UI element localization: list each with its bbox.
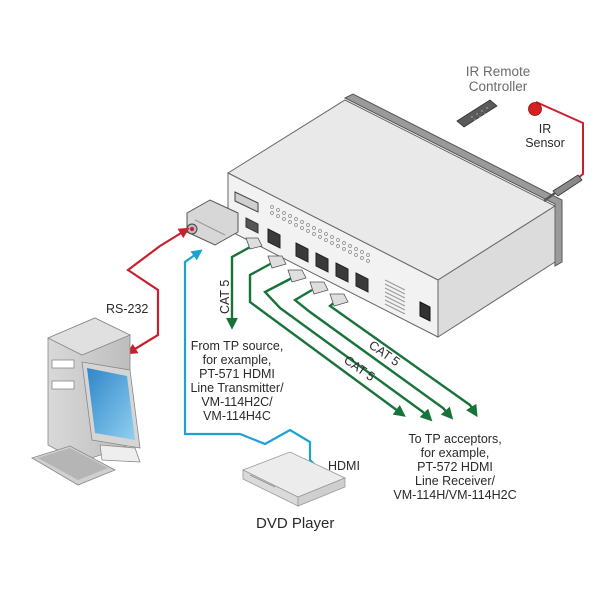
to-tp-line: VM-114H/VM-114H2C	[393, 488, 517, 502]
cat5-plug-4	[329, 293, 349, 307]
cat5-plug-input	[245, 237, 263, 250]
cat5-plugs	[245, 237, 349, 307]
ir-remote-label-line: IR Remote	[465, 64, 531, 79]
rs232-port	[234, 191, 259, 213]
main-unit-rear-flange	[343, 93, 563, 267]
power-jack	[419, 301, 431, 322]
led-dot-row	[270, 205, 370, 263]
dvd-player-label: DVD Player	[256, 515, 335, 532]
main-unit	[226, 93, 563, 338]
from-tp-line: VM-114H4C	[203, 409, 271, 423]
ir-sensor-bulb	[528, 102, 542, 116]
ir-remote-label-line: Controller	[468, 79, 528, 94]
cat5-cable-out-3	[292, 288, 454, 420]
to-tp-line: PT-572 HDMI	[417, 460, 493, 474]
to-tp-acceptors-label: To TP acceptors, for example, PT-572 HDM…	[380, 432, 530, 502]
cat5-plug-1	[267, 255, 287, 269]
hdmi-label: HDMI	[328, 459, 360, 473]
from-tp-source-label: From TP source, for example, PT-571 HDMI…	[182, 339, 292, 423]
from-tp-line: Line Transmitter/	[190, 381, 284, 395]
cat5-plug-3	[309, 281, 329, 295]
ir-remote-controller-label: IR Remote Controller	[448, 64, 548, 94]
dvd-player	[241, 451, 346, 507]
rj45-port-out-1	[295, 242, 309, 263]
cat5-cable-out-4	[328, 301, 478, 418]
to-tp-line: Line Receiver/	[415, 474, 495, 488]
ir-sensor-label-line: IR	[538, 122, 552, 136]
cat5-cable-input	[226, 244, 253, 330]
rs232-cable	[126, 227, 190, 355]
ir-sensor	[528, 101, 584, 203]
cat5-plug-2	[287, 269, 307, 283]
rj45-port-out-4	[355, 272, 369, 293]
computer	[31, 317, 141, 486]
from-tp-line: for example,	[202, 353, 272, 367]
hdmi-cable	[183, 249, 319, 469]
ir-sensor-label-line: Sensor	[525, 136, 565, 150]
ir-remote-controller	[456, 99, 498, 128]
from-tp-line: From TP source,	[190, 339, 284, 353]
ir-sensor-label: IR Sensor	[520, 122, 570, 150]
to-tp-line: for example,	[420, 446, 490, 460]
rj45-port-out-2	[315, 252, 329, 273]
from-tp-line: VM-114H2C/	[201, 395, 273, 409]
rs232-label: RS-232	[106, 302, 149, 316]
ir-plug	[552, 174, 583, 197]
from-tp-line: PT-571 HDMI	[199, 367, 275, 381]
ir-sensor-cable	[535, 101, 584, 179]
cat5-cable-out-2	[263, 276, 433, 422]
vent-grille	[384, 279, 406, 315]
ir-port	[245, 217, 259, 234]
rj45-port-out-3	[335, 262, 349, 283]
rj45-port-input	[267, 228, 281, 249]
cat5-label-vertical: CAT 5	[218, 280, 232, 314]
cat5-cable-out-1	[248, 261, 406, 417]
rj45-ports	[267, 228, 369, 293]
to-tp-line: To TP acceptors,	[408, 432, 502, 446]
